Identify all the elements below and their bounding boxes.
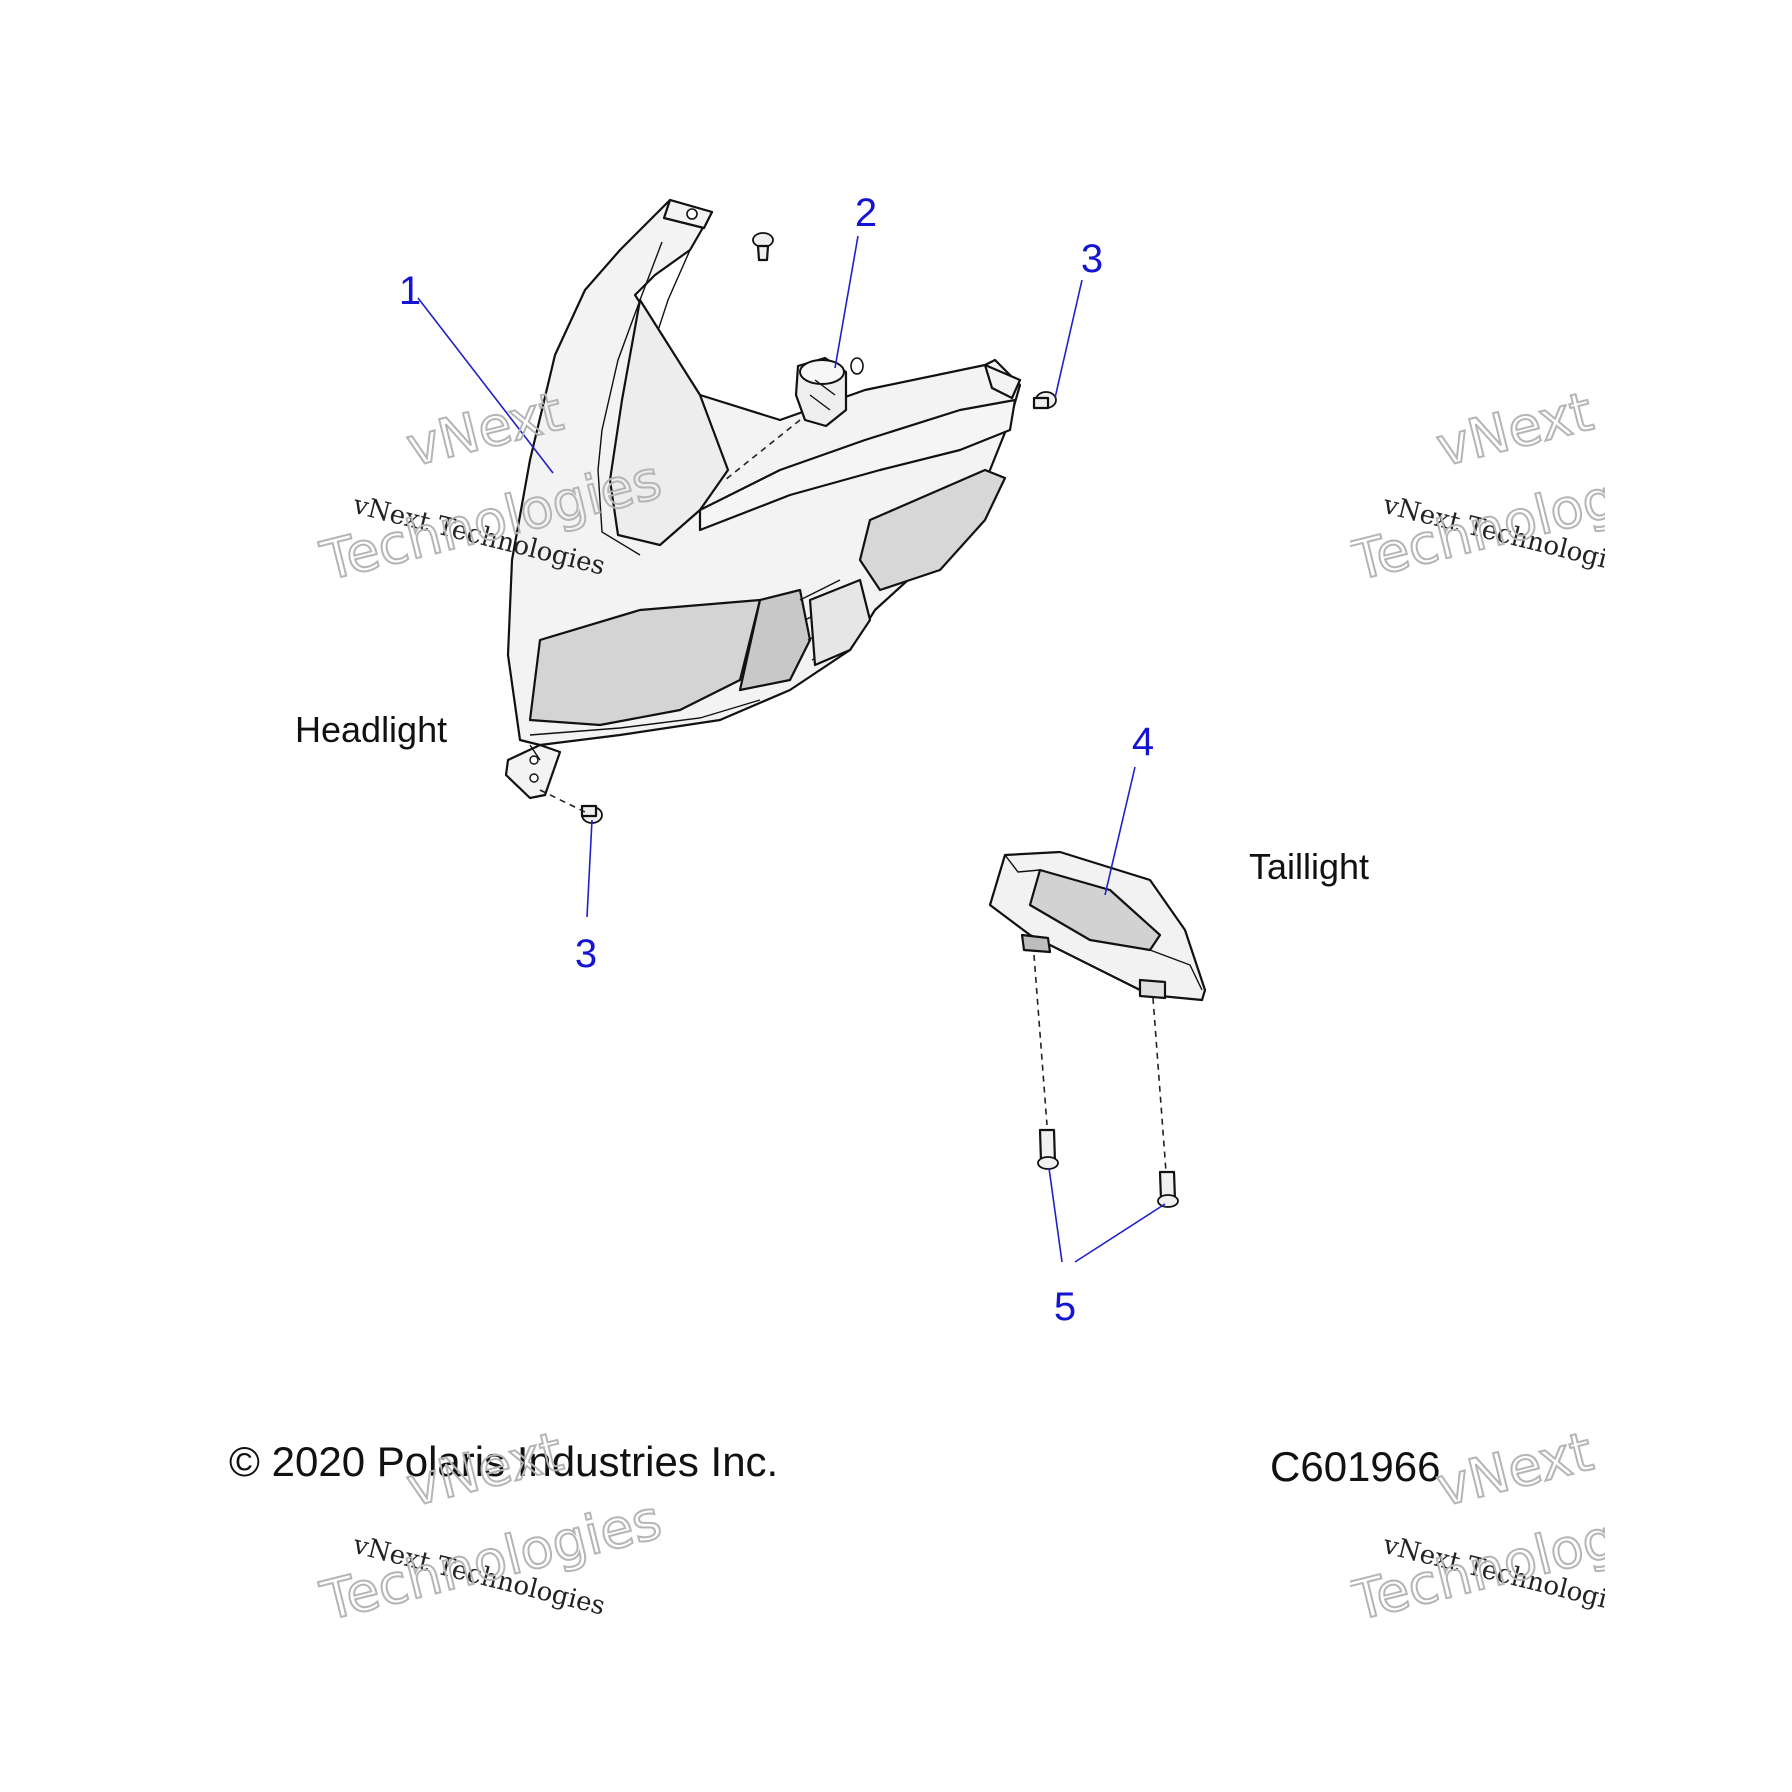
taillight-right-screw-line — [1152, 997, 1168, 1186]
watermark-brand: vNext — [1430, 1420, 1598, 1519]
leader-1 — [417, 297, 554, 474]
watermark-word: Technologies — [1345, 1488, 1698, 1633]
callout-3-top: 3 — [1081, 237, 1103, 281]
leader-3-bottom — [586, 819, 593, 918]
watermark-brand: vNext — [400, 1420, 568, 1519]
callout-5: 5 — [1054, 1285, 1076, 1329]
socket-alignment-line — [724, 419, 801, 481]
callout-2: 2 — [855, 191, 877, 235]
leader-5a — [1048, 1167, 1063, 1263]
callout-4: 4 — [1132, 720, 1154, 764]
leader-4 — [1104, 766, 1136, 896]
taillight-assembly — [988, 850, 1207, 1002]
taillight-screw-right — [1157, 1170, 1179, 1208]
leader-lines — [417, 235, 1166, 1263]
callout-3-bottom: 3 — [575, 932, 597, 976]
bulb-socket — [794, 356, 864, 428]
taillight-left-screw-line — [1033, 954, 1048, 1126]
screw-top-left — [752, 232, 774, 262]
callout-1: 1 — [399, 269, 421, 313]
watermark-word: Technologies — [1345, 448, 1698, 593]
headlight-assembly — [504, 198, 1022, 800]
screw-right — [1032, 391, 1057, 410]
taillight-screw-left — [1037, 1128, 1059, 1170]
leader-3-top — [1054, 279, 1083, 399]
leader-2 — [834, 235, 859, 369]
copyright-text: © 2020 Polaris Industries Inc. — [229, 1438, 778, 1485]
screw-bottom — [580, 804, 603, 824]
headlight-label: Headlight — [295, 709, 447, 750]
bottom-screw-alignment-line — [539, 789, 586, 813]
leader-5b — [1074, 1203, 1166, 1263]
watermark-word: Technologies — [315, 1488, 668, 1633]
watermark-2: vNext vNext Technologies Technologies — [1345, 380, 1698, 594]
diagram-code: C601966 — [1270, 1443, 1440, 1490]
watermark-brand: vNext — [1430, 380, 1598, 479]
taillight-label: Taillight — [1249, 846, 1369, 887]
